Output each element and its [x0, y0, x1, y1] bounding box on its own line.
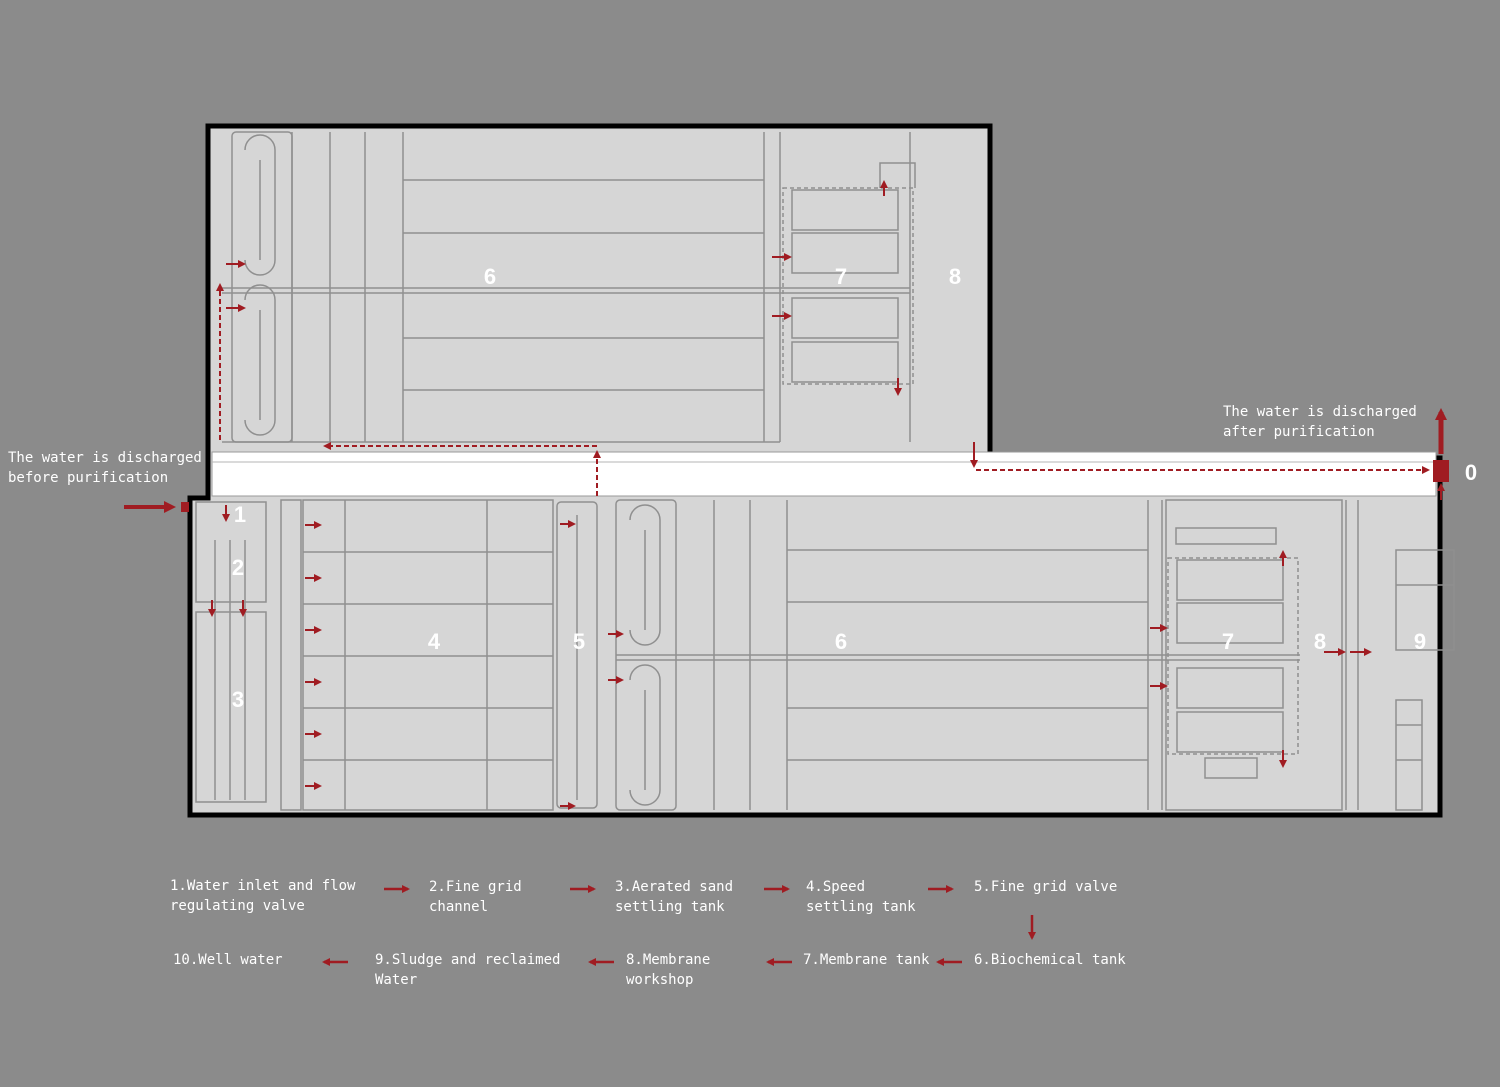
discharge-after-label: The water is discharged after purificati… [1223, 404, 1417, 440]
legend-item-1: 1.Water inlet and flow regulating valve [170, 878, 356, 914]
lower-left-pretreatment [195, 499, 598, 811]
legend-item-5: 5.Fine grid valve [974, 879, 1118, 895]
zone-number-lower-biochemical: 6 [834, 629, 848, 654]
legend-item-7: 7.Membrane tank [803, 952, 930, 968]
discharge-before-label: The water is discharged before purificat… [8, 450, 202, 486]
legend-item-10: 10.Well water [173, 952, 283, 968]
zone-number-well: 0 [1464, 460, 1478, 485]
zone-number-sludge: 9 [1413, 629, 1427, 654]
legend-item-4: 4.Speed settling tank [806, 879, 916, 915]
zone-number-top-workshop: 8 [948, 264, 962, 289]
zone-number-fine-grid-valve: 5 [572, 629, 586, 654]
lower-biochemical-tank [615, 499, 1300, 811]
legend-item-9: 9.Sludge and reclaimed Water [375, 952, 561, 988]
zone-number-fine-grid: 2 [231, 555, 245, 580]
legend-item-2: 2.Fine grid channel [429, 879, 522, 915]
legend-item-8: 8.Membrane workshop [626, 952, 711, 988]
flow-arrows [124, 180, 1449, 810]
sludge-room [1395, 549, 1455, 811]
zone-number-top-biochemical: 6 [483, 264, 497, 289]
legend-arrows [322, 885, 1036, 966]
zone-number-lower-workshop: 8 [1313, 629, 1327, 654]
zone-number-inlet: 1 [233, 502, 247, 527]
zone-number-sand-settling: 3 [231, 687, 245, 712]
corridor [211, 451, 1437, 497]
zone-number-top-membrane: 7 [834, 264, 848, 289]
legend-item-3: 3.Aerated sand settling tank [615, 879, 734, 915]
legend-item-6: 6.Biochemical tank [974, 952, 1126, 968]
top-membrane-tank [782, 132, 916, 442]
lower-membrane-tank [1165, 499, 1359, 811]
zone-number-speed-settling: 4 [427, 629, 441, 654]
top-biochemical-tank [222, 131, 910, 443]
zone-number-lower-membrane: 7 [1221, 629, 1235, 654]
